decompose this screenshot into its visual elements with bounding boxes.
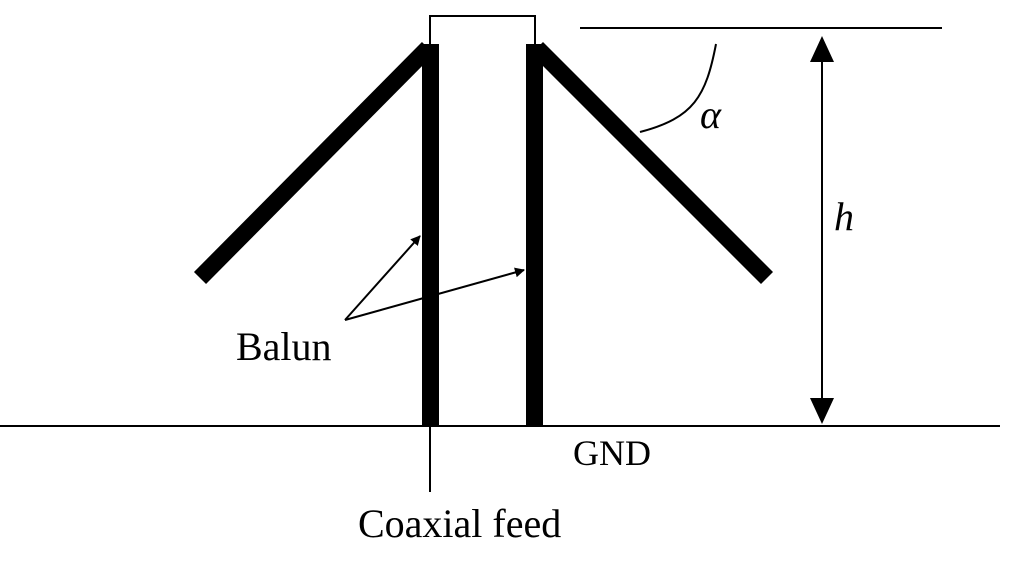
balun-pointer-left (344, 235, 421, 321)
height-arrow-top (810, 36, 834, 62)
balun-label: Balun (236, 324, 332, 369)
balun-pointer-right (344, 267, 525, 321)
height-arrow-bottom (810, 398, 834, 424)
dipole-arm-right (530, 41, 774, 285)
alpha-label: α (700, 92, 722, 137)
feed-bridge (429, 15, 536, 44)
angle-arc (639, 43, 717, 133)
coaxial-feed-label: Coaxial feed (358, 501, 561, 546)
dipole-arm-left (193, 42, 435, 284)
height-label: h (834, 194, 854, 239)
balun-post-right (526, 44, 543, 426)
balun-post-left (422, 44, 439, 426)
ground-label: GND (573, 433, 651, 473)
